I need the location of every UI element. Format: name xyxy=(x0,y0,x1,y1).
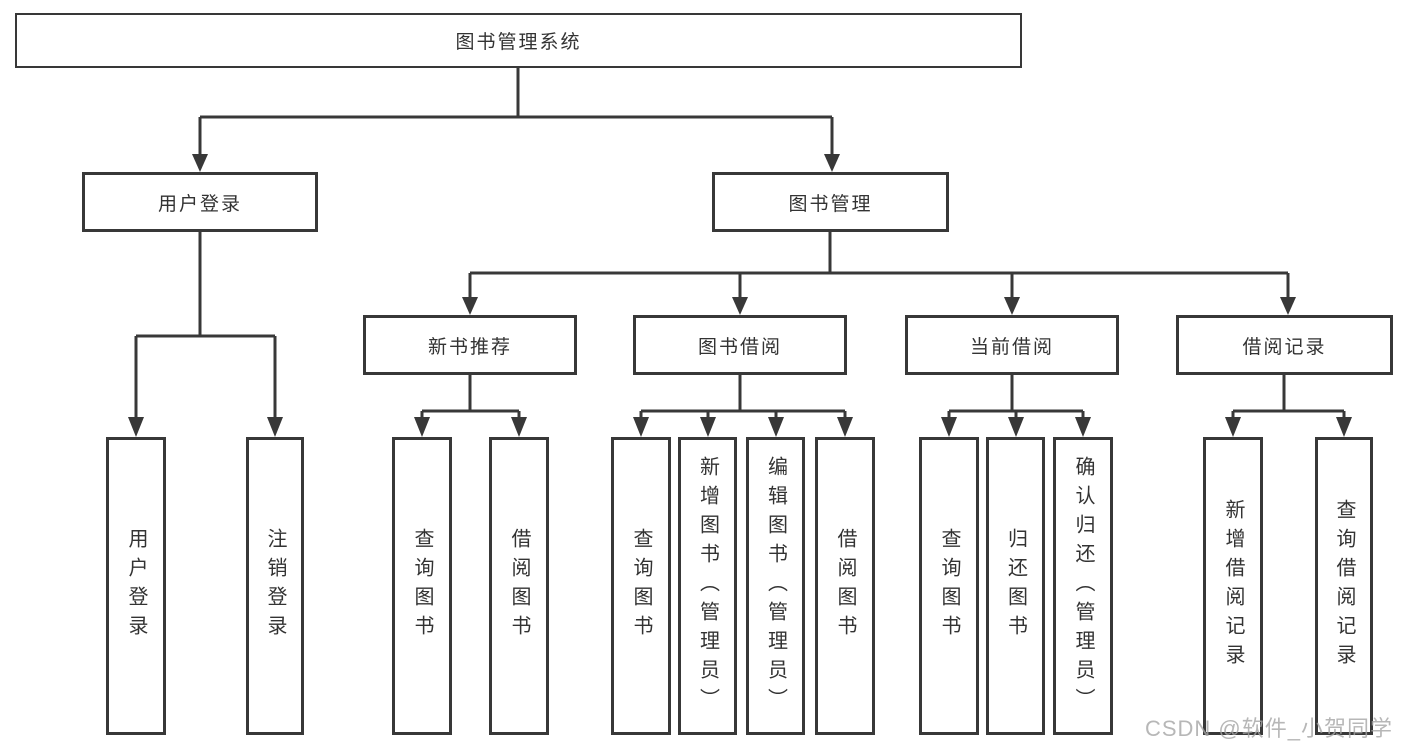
node-leaf-user-login: 用户登录 xyxy=(106,437,166,735)
arrow-down-icon xyxy=(1336,417,1352,437)
arrow-down-icon xyxy=(1008,417,1024,437)
arrowhead-icons xyxy=(128,154,1352,437)
arrow-down-icon xyxy=(267,417,283,437)
arrow-down-icon xyxy=(837,417,853,437)
node-book-management: 图书管理 xyxy=(712,172,949,232)
node-leaf-borrow-books: 借阅图书 xyxy=(815,437,875,735)
arrow-down-icon xyxy=(511,417,527,437)
node-leaf-query-borrow-record: 查询借阅记录 xyxy=(1315,437,1373,735)
arrow-down-icon xyxy=(192,154,208,172)
node-leaf-add-borrow-record: 新增借阅记录 xyxy=(1203,437,1263,735)
node-leaf-query-books-borrow: 查询图书 xyxy=(611,437,671,735)
node-root-system: 图书管理系统 xyxy=(15,13,1022,68)
connector-stems xyxy=(134,68,1346,419)
arrow-down-icon xyxy=(1280,297,1296,315)
arrow-down-icon xyxy=(1225,417,1241,437)
arrow-down-icon xyxy=(462,297,478,315)
node-leaf-return-books: 归还图书 xyxy=(986,437,1045,735)
arrow-down-icon xyxy=(700,417,716,437)
node-current-borrow: 当前借阅 xyxy=(905,315,1119,375)
node-leaf-query-books-current: 查询图书 xyxy=(919,437,979,735)
arrow-down-icon xyxy=(732,297,748,315)
node-leaf-edit-books-admin: 编辑图书（管理员） xyxy=(746,437,805,735)
node-leaf-borrow-books-recommend: 借阅图书 xyxy=(489,437,549,735)
arrow-down-icon xyxy=(768,417,784,437)
arrow-down-icon xyxy=(941,417,957,437)
arrow-down-icon xyxy=(633,417,649,437)
node-leaf-confirm-return-admin: 确认归还（管理员） xyxy=(1053,437,1113,735)
node-user-login: 用户登录 xyxy=(82,172,318,232)
node-leaf-logout: 注销登录 xyxy=(246,437,304,735)
node-leaf-add-books-admin: 新增图书（管理员） xyxy=(678,437,737,735)
arrow-down-icon xyxy=(1004,297,1020,315)
arrow-down-icon xyxy=(824,154,840,172)
node-borrow-records: 借阅记录 xyxy=(1176,315,1393,375)
node-book-borrow: 图书借阅 xyxy=(633,315,847,375)
arrow-down-icon xyxy=(414,417,430,437)
node-leaf-query-books-recommend: 查询图书 xyxy=(392,437,452,735)
arrow-down-icon xyxy=(128,417,144,437)
node-new-book-recommend: 新书推荐 xyxy=(363,315,577,375)
arrow-down-icon xyxy=(1075,417,1091,437)
